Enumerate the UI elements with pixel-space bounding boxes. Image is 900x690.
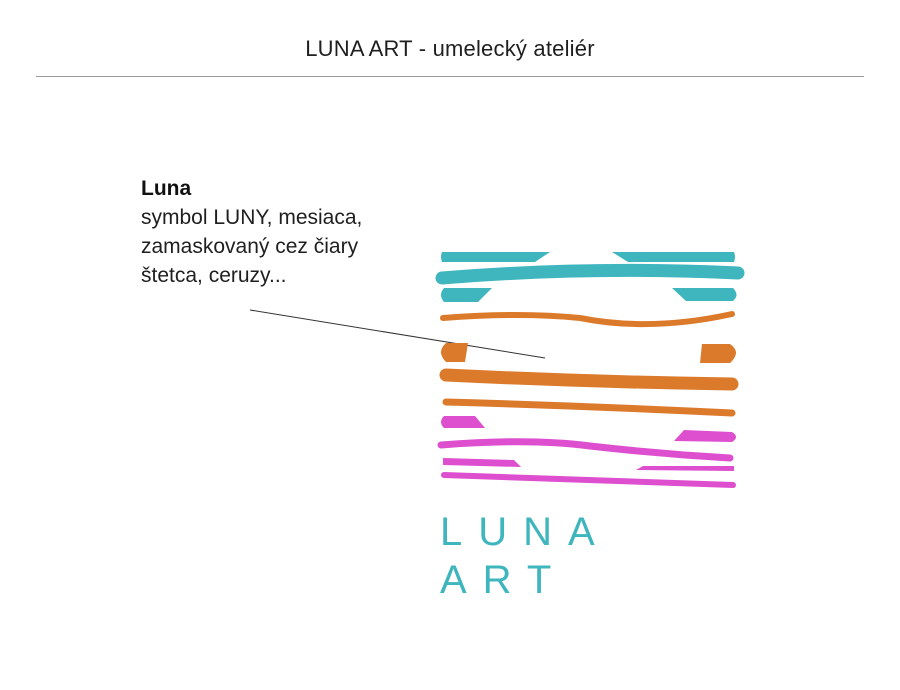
annotation-leader-line — [249, 309, 546, 359]
annotation-heading: Luna — [141, 177, 192, 200]
magenta-brush-strokes — [437, 416, 736, 488]
annotation-block: Luna symbol LUNY, mesiaca, zamaskovaný c… — [141, 174, 441, 290]
orange-stroke-wave — [440, 311, 735, 328]
teal-stroke-top — [441, 252, 550, 262]
magenta-stroke-left-stub — [441, 416, 485, 428]
teal-stroke-top-right — [612, 252, 735, 262]
orange-stroke-thick — [439, 368, 739, 391]
magenta-stroke-bottom — [441, 472, 736, 488]
annotation-line: zamaskovaný cez čiary — [141, 235, 359, 258]
annotation-line: symbol LUNY, mesiaca, — [141, 206, 363, 229]
teal-brush-strokes — [435, 252, 745, 302]
magenta-stroke-left-thin — [443, 458, 521, 467]
magenta-stroke-wave — [437, 438, 734, 462]
orange-stroke-left-block — [441, 343, 468, 362]
logo-wordmark: LUNA ART — [440, 510, 609, 602]
teal-stroke-long — [435, 263, 745, 285]
orange-brush-strokes — [439, 311, 739, 417]
title-divider — [36, 76, 864, 77]
annotation-line: štetca, ceruzy... — [141, 264, 287, 287]
orange-stroke-thin — [442, 398, 736, 417]
orange-stroke-right-block — [700, 344, 736, 363]
teal-stroke-right-stub — [672, 288, 737, 301]
page-title: LUNA ART - umelecký ateliér — [305, 36, 595, 61]
teal-stroke-left-stub — [441, 288, 492, 302]
magenta-stroke-right-stub — [674, 430, 736, 442]
magenta-stroke-right-thin — [636, 466, 734, 471]
